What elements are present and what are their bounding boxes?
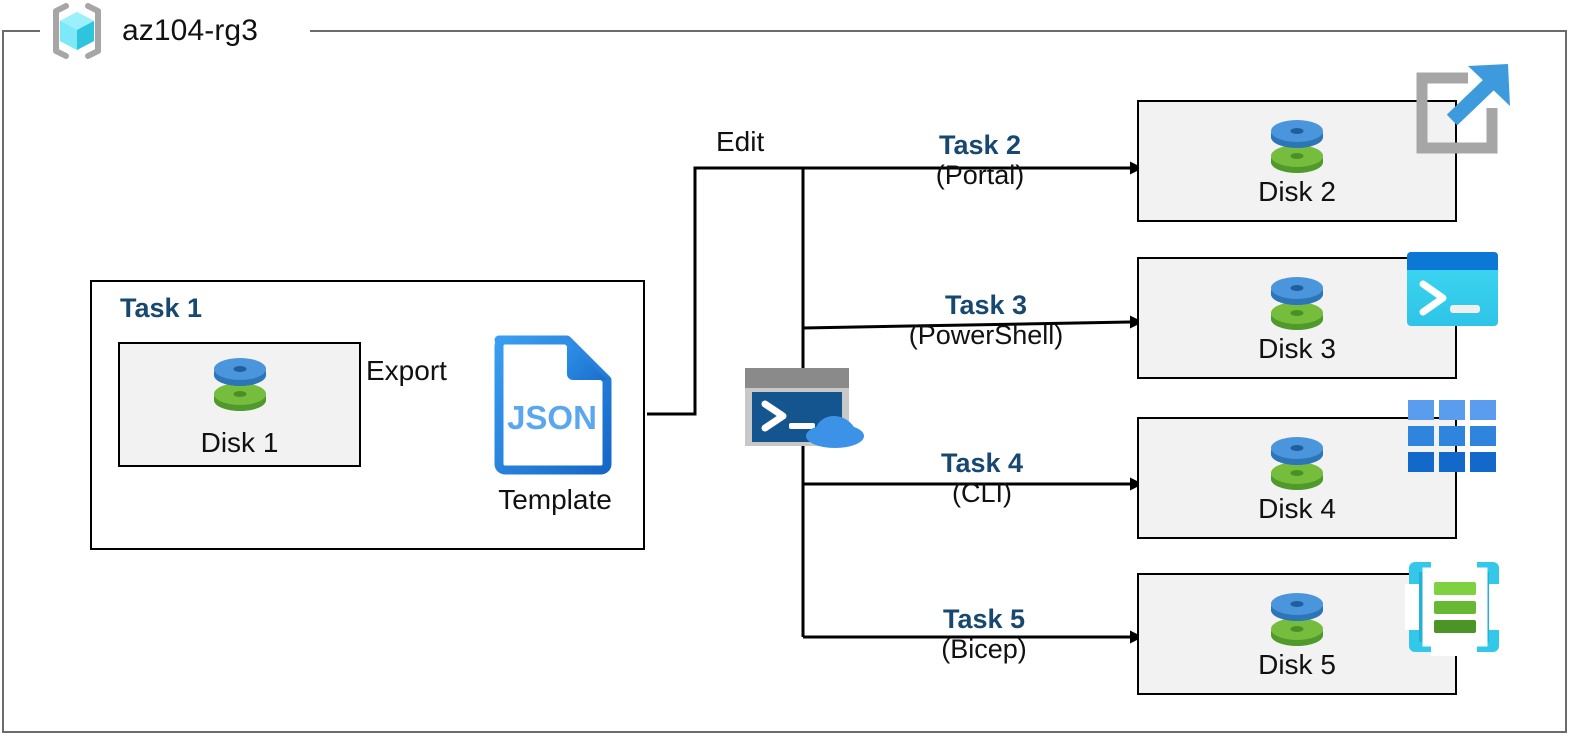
disk-icon <box>1266 589 1328 653</box>
disk4-box[interactable]: Disk 4 <box>1137 417 1457 539</box>
task5-label: Task 5 (Bicep) <box>834 605 1134 664</box>
azure-portal-icon <box>1408 62 1516 162</box>
resource-group-header: az104-rg3 <box>44 2 258 60</box>
task4-title: Task 4 <box>940 448 1024 478</box>
task5-title: Task 5 <box>942 604 1026 634</box>
disk-icon <box>1266 116 1328 180</box>
task2-title: Task 2 <box>938 130 1022 160</box>
task3-label: Task 3 (PowerShell) <box>836 291 1136 350</box>
disk3-caption: Disk 3 <box>1258 333 1336 364</box>
disk5-caption: Disk 5 <box>1258 649 1336 680</box>
resource-group-cube-icon <box>44 2 110 60</box>
task4-method: (CLI) <box>952 477 1012 508</box>
json-file-icon: JSON <box>489 334 615 475</box>
cloud-shell-icon <box>743 366 868 448</box>
resource-group-frame <box>2 30 1567 733</box>
disk2-box[interactable]: Disk 2 <box>1137 100 1457 222</box>
task3-title: Task 3 <box>944 290 1028 320</box>
disk-icon <box>1266 273 1328 337</box>
task1-label: Task 1 <box>120 293 203 323</box>
template-caption: Template <box>498 484 612 515</box>
task2-method: (Portal) <box>935 159 1025 190</box>
json-file-label: JSON <box>507 399 597 436</box>
disk5-box[interactable]: Disk 5 <box>1137 573 1457 695</box>
azure-cli-icon <box>1408 400 1496 472</box>
bicep-icon <box>1405 558 1503 656</box>
powershell-icon <box>1405 250 1500 328</box>
disk2-caption: Disk 2 <box>1258 176 1336 207</box>
resource-group-name: az104-rg3 <box>122 14 258 47</box>
task4-label: Task 4 (CLI) <box>832 449 1132 508</box>
task5-method: (Bicep) <box>941 633 1027 664</box>
resource-group-frame-gap <box>40 20 310 42</box>
disk4-caption: Disk 4 <box>1258 493 1336 524</box>
export-label: Export <box>366 355 447 386</box>
disk-icon <box>209 354 271 418</box>
disk3-box[interactable]: Disk 3 <box>1137 257 1457 379</box>
edit-label: Edit <box>716 126 765 157</box>
task3-method: (PowerShell) <box>908 319 1064 350</box>
disk1-caption: Disk 1 <box>200 427 279 458</box>
disk1-box[interactable]: Disk 1 <box>118 342 361 467</box>
task2-label: Task 2 (Portal) <box>830 131 1130 190</box>
disk-icon <box>1266 433 1328 497</box>
